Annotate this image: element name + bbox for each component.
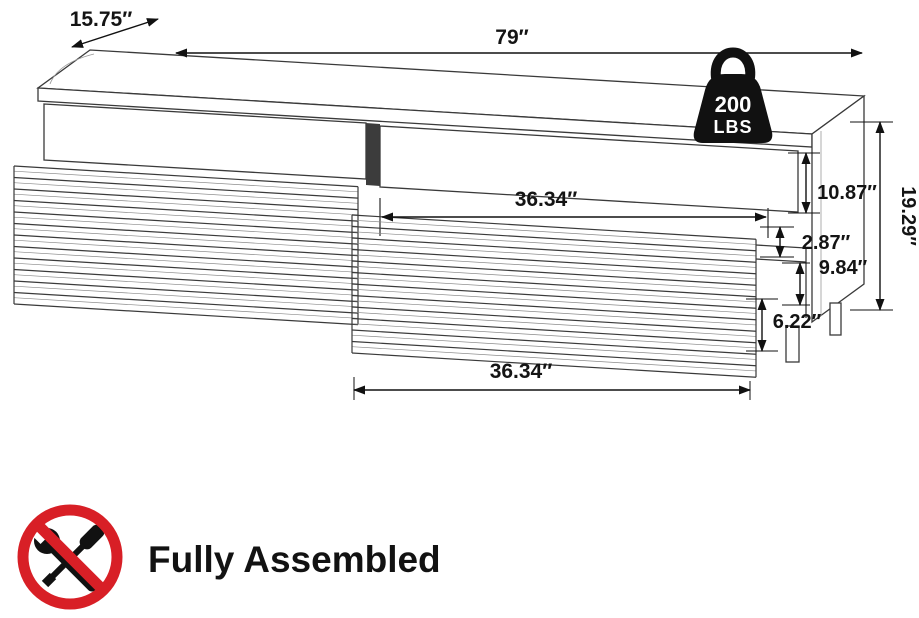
slat-line [351, 248, 757, 275]
screwdriver-handle [79, 524, 105, 550]
console-drawing [36, 49, 866, 363]
middle-slat-drawer-front [351, 214, 757, 378]
prohibition-slash [34, 521, 106, 593]
dim-gap-label: 2.87″ [802, 232, 851, 254]
slat-line [13, 268, 359, 291]
prohibition-ring [17, 504, 123, 610]
slat-line [13, 176, 359, 199]
slat-line [351, 346, 757, 372]
dim-overall-height-label: 19.29″ [897, 186, 919, 246]
dim-line-depth [71, 18, 159, 48]
slat-line [13, 211, 359, 234]
shelf-edge-bottom [755, 258, 807, 263]
slat-line [13, 228, 359, 250]
slat-line [351, 306, 757, 332]
slat-line [351, 288, 757, 314]
fully-assembled-label: Fully Assembled [148, 539, 441, 580]
screwdriver-tip [41, 572, 57, 588]
dimension-lines [71, 18, 893, 400]
slat-line [13, 188, 359, 211]
slat-line [351, 225, 757, 252]
slat-line [13, 199, 359, 222]
dim-depth-label: 15.75″ [70, 8, 133, 31]
slat-line [13, 205, 359, 227]
slat-line [13, 291, 359, 314]
slat-line [351, 329, 757, 355]
slat-line [351, 231, 757, 257]
slat-line [351, 254, 757, 280]
slat-line [351, 265, 757, 291]
slat-line [351, 260, 757, 286]
slat-line [351, 323, 757, 349]
slat-line [351, 317, 757, 344]
weight-unit-label: LBS [714, 117, 753, 137]
slat-line [13, 274, 359, 296]
dim-slat-drawer-height-label: 6.22″ [773, 311, 822, 333]
weight-value-label: 200 [715, 92, 752, 117]
slat-line [13, 297, 359, 319]
slat-line [351, 352, 757, 378]
slat-line [351, 300, 757, 326]
slat-line [351, 242, 757, 268]
slat-line [13, 165, 359, 188]
slat-line [13, 303, 359, 326]
console-top-corner-line [49, 53, 95, 85]
dim-lower-drawer-width-label: 36.34″ [490, 360, 553, 383]
kettlebell-body [693, 74, 773, 143]
slat-line [351, 219, 757, 245]
dim-compartment-height-label: 9.84″ [819, 257, 868, 279]
console-right-panel [811, 94, 865, 324]
slat-line [351, 237, 757, 263]
kettlebell-handle [710, 47, 756, 79]
shelf-edge-top [755, 244, 807, 249]
slat-line [13, 280, 359, 303]
slat-line [13, 182, 359, 204]
weight-capacity-icon: 200 LBS [693, 47, 773, 143]
slat-line [13, 222, 359, 245]
slat-line [13, 262, 359, 285]
slat-line [13, 216, 359, 239]
slat-line [351, 283, 757, 309]
slat-line [351, 277, 757, 303]
dim-opening-width-label: 36.34″ [515, 188, 578, 211]
slat-line [13, 193, 359, 216]
slat-line [351, 311, 757, 337]
slat-line [13, 251, 359, 273]
slat-line [13, 239, 359, 262]
console-foot [785, 325, 800, 363]
slat-line [13, 257, 359, 280]
slat-line [351, 340, 757, 367]
slat-line [351, 334, 757, 360]
slat-line [351, 294, 757, 321]
upper-right-drawer-front [379, 125, 799, 213]
slat-line [13, 285, 359, 308]
slat-line [13, 245, 359, 268]
slat-line [13, 170, 359, 193]
left-slat-drawer-front [13, 165, 359, 326]
console-foot [829, 302, 842, 336]
drawer-divider-gap [366, 123, 380, 186]
slat-line [351, 271, 757, 298]
dim-width-label: 79″ [495, 26, 528, 49]
dim-upper-drawer-height-label: 10.87″ [817, 182, 877, 204]
slat-line [13, 234, 359, 257]
no-tools-icon [17, 504, 123, 610]
